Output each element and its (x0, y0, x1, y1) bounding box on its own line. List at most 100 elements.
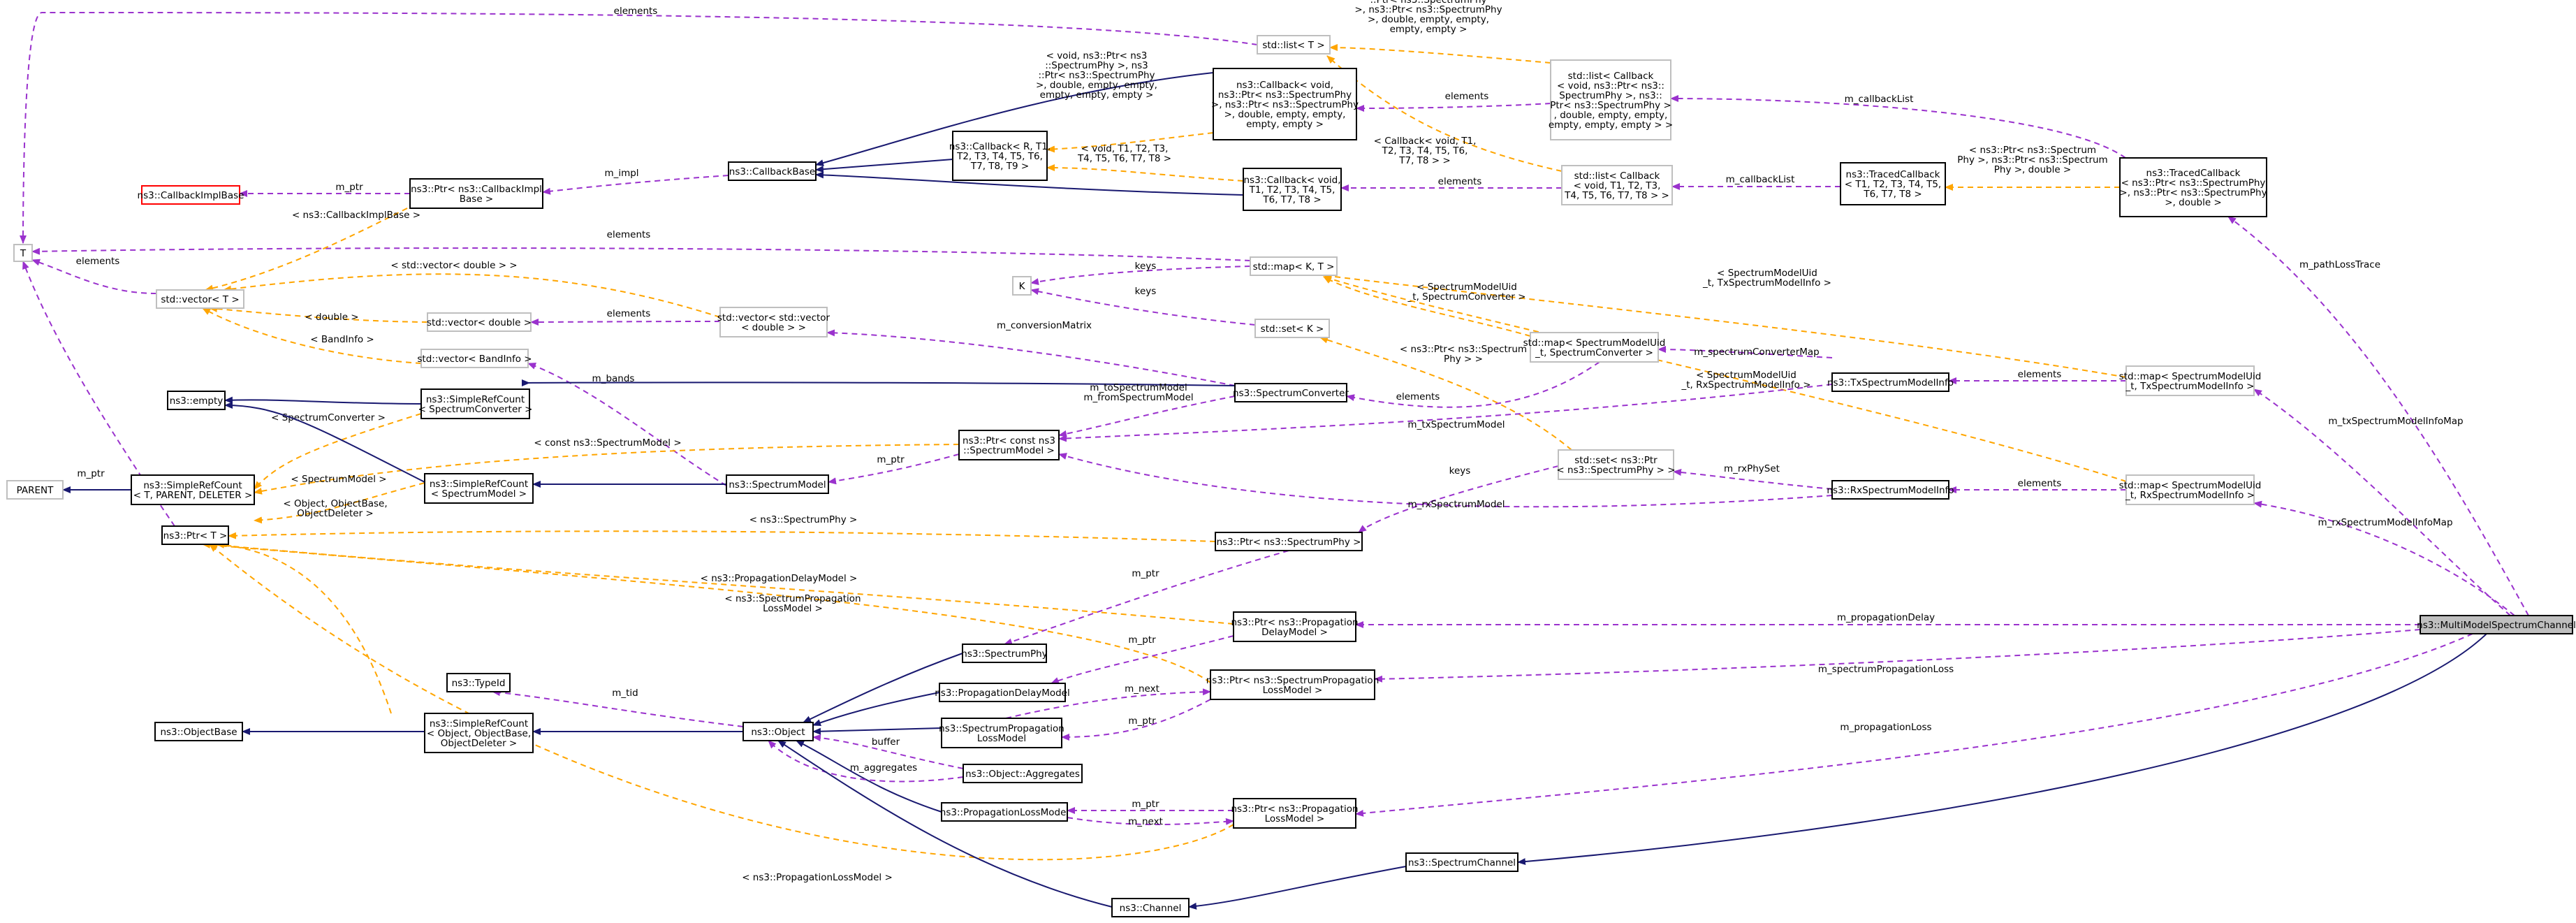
edge-label: _t, SpectrumConverter > (1407, 291, 1526, 303)
node-propagation-delay-model[interactable]: ns3::PropagationDelayModel (935, 683, 1070, 702)
node-callback-void-t[interactable]: ns3::Callback< void,T1, T2, T3, T4, T5,T… (1243, 168, 1342, 211)
edge-label: ::SpectrumPhy >, ns3 (1045, 60, 1148, 71)
node-label: ns3::SimpleRefCount (430, 718, 528, 729)
edge-vector-double-tmpl: < std::vector< double > > (223, 260, 721, 318)
edge-inherit-4 (815, 72, 1214, 166)
node-tx-spectrum-model-info[interactable]: ns3::TxSpectrumModelInfo (1827, 372, 1954, 392)
node-t[interactable]: T (13, 244, 33, 262)
node-label: ns3::CallbackImplBase (138, 190, 244, 201)
edge-keys-map-k: keys (1030, 261, 1251, 286)
node-std-vector-t[interactable]: std::vector< T > (156, 289, 244, 309)
node-traced-callback-t[interactable]: ns3::TracedCallback< T1, T2, T3, T4, T5,… (1840, 162, 1946, 205)
node-box (1840, 162, 1946, 205)
node-std-map-uid-converter[interactable]: std::map< SpectrumModelUid_t, SpectrumCo… (1523, 332, 1666, 363)
edge-double-tmpl: < double > (209, 305, 428, 323)
edge-label: m_impl (604, 168, 638, 179)
edge-label: < SpectrumConverter > (271, 412, 386, 423)
node-std-vector-vector[interactable]: std::vector< std::vector< double > > (717, 307, 830, 337)
usage-arrow (1058, 453, 1833, 508)
node-channel[interactable]: ns3::Channel (1111, 898, 1190, 917)
usage-arrow (1374, 629, 2421, 683)
node-ptr-const-spectrum-model[interactable]: ns3::Ptr< const ns3::SpectrumModel > (958, 430, 1060, 460)
node-ptr-t[interactable]: ns3::Ptr< T > (161, 525, 229, 545)
node-label: ns3::Object::Aggregates (965, 769, 1080, 780)
node-std-list-callback-spectrum[interactable]: std::list< Callback< void, ns3::Ptr< ns3… (1549, 59, 1673, 140)
node-callback-impl-base[interactable]: ns3::CallbackImplBase (138, 185, 244, 205)
node-std-vector-band-info[interactable]: std::vector< BandInfo > (417, 349, 532, 368)
node-label: < ns3::Ptr< ns3::SpectrumPhy (2121, 177, 2266, 189)
node-box (962, 644, 1047, 663)
node-box (154, 722, 243, 741)
node-std-list-t[interactable]: std::list< T > (1257, 35, 1331, 54)
node-traced-callback-spectrum[interactable]: ns3::TracedCallback< ns3::Ptr< ns3::Spec… (2119, 157, 2267, 217)
node-ptr-propagation-loss[interactable]: ns3::Ptr< ns3::PropagationLossModel > (1231, 798, 1359, 829)
edge-inherit-62 (803, 653, 963, 723)
node-rx-spectrum-model-info[interactable]: ns3::RxSpectrumModelInfo (1827, 480, 1954, 500)
node-spectrum-channel[interactable]: ns3::SpectrumChannel (1405, 852, 1518, 872)
edge-label: m_ptr (1128, 634, 1156, 646)
node-object-base[interactable]: ns3::ObjectBase (154, 722, 243, 741)
node-box (1254, 319, 1330, 338)
node-std-vector-double[interactable]: std::vector< double > (427, 312, 532, 332)
node-label: std::map< SpectrumModelUid (2119, 480, 2262, 491)
node-object-aggregates[interactable]: ns3::Object::Aggregates (963, 764, 1083, 783)
node-callback-base[interactable]: ns3::CallbackBase (728, 161, 817, 181)
edge-label: m_next (1128, 816, 1163, 827)
node-parent[interactable]: PARENT (6, 480, 64, 500)
edge-m-next-spec: m_next (1005, 683, 1211, 719)
node-spectrum-model[interactable]: ns3::SpectrumModel (726, 474, 829, 494)
node-box (1561, 165, 1673, 205)
node-box (420, 388, 530, 419)
node-std-set-k[interactable]: std::set< K > (1254, 319, 1330, 338)
node-spectrum-converter[interactable]: ns3::SpectrumConverter (1233, 383, 1349, 402)
node-multi-model-spectrum-channel[interactable]: ns3::MultiModelSpectrumChannel (2417, 615, 2576, 634)
usage-arrow (20, 11, 1258, 244)
node-std-list-callback-t[interactable]: std::list< Callback< void, T1, T2, T3,T4… (1561, 165, 1673, 205)
node-label: ns3::Ptr< ns3::SpectrumPhy > (1217, 537, 1361, 548)
node-ptr-spectrum-phy[interactable]: ns3::Ptr< ns3::SpectrumPhy > (1215, 532, 1363, 551)
edge-label: elements (607, 229, 651, 240)
edge-m-ptr-model: m_ptr (828, 453, 960, 485)
edge-label: < const ns3::SpectrumModel > (534, 437, 681, 449)
node-box (1213, 68, 1357, 140)
template-arrow (216, 541, 392, 714)
node-std-set-ptr-spectrum-phy[interactable]: std::set< ns3::Ptr< ns3::SpectrumPhy > > (1556, 449, 1676, 480)
node-simple-ref-count-tparent[interactable]: ns3::SimpleRefCount< T, PARENT, DELETER … (131, 474, 255, 505)
edge-label: < SpectrumModelUid (1717, 268, 1817, 279)
node-ns-empty[interactable]: ns3::empty (167, 391, 226, 410)
node-label: LossModel > (1265, 813, 1325, 824)
node-label: ns3::TxSpectrumModelInfo (1827, 377, 1954, 388)
node-label: < SpectrumModel > (431, 488, 527, 500)
node-simple-ref-count-converter[interactable]: ns3::SimpleRefCount< SpectrumConverter > (418, 388, 533, 419)
node-callback-void-spectrum[interactable]: ns3::Callback< void,ns3::Ptr< ns3::Spect… (1211, 68, 1359, 140)
node-ptr-propagation-delay[interactable]: ns3::Ptr< ns3::PropagationDelayModel > (1231, 611, 1359, 642)
node-propagation-loss-model[interactable]: ns3::PropagationLossModel (940, 802, 1069, 822)
edge-label: m_ptr (77, 468, 105, 479)
node-type-id[interactable]: ns3::TypeId (446, 673, 511, 692)
edge-label: _t, RxSpectrumModelInfo > (1681, 379, 1810, 391)
node-simple-ref-count-object[interactable]: ns3::SimpleRefCount< Object, ObjectBase,… (424, 713, 534, 753)
node-std-map-kt[interactable]: std::map< K, T > (1250, 256, 1338, 276)
edge-inherit-76 (1188, 866, 1407, 910)
node-std-map-uid-tx[interactable]: std::map< SpectrumModelUid_t, TxSpectrum… (2119, 365, 2262, 396)
node-k[interactable]: K (1012, 276, 1032, 296)
edge-label: < ns3::PropagationLossModel > (742, 872, 893, 883)
node-callback-rt[interactable]: ns3::Callback< R, T1,T2, T3, T4, T5, T6,… (949, 131, 1051, 181)
node-ptr-callback-impl-base[interactable]: ns3::Ptr< ns3::CallbackImplBase > (409, 178, 543, 209)
node-label: ns3::SpectrumPropagation (939, 723, 1064, 734)
node-simple-ref-count-model[interactable]: ns3::SimpleRefCount< SpectrumModel > (424, 473, 534, 504)
node-box (1530, 332, 1659, 363)
node-std-map-uid-rx[interactable]: std::map< SpectrumModelUid_t, RxSpectrum… (2119, 474, 2262, 505)
edge-m-ptr-spec: m_ptr (1061, 699, 1211, 741)
node-spectrum-phy[interactable]: ns3::SpectrumPhy (961, 644, 1048, 663)
edge-spectrum-model-tmpl: < SpectrumModel > (254, 474, 425, 524)
node-object[interactable]: ns3::Object (742, 722, 814, 741)
node-box (1111, 898, 1190, 917)
edge-m-bands: m_bands (527, 363, 727, 486)
node-ptr-spectrum-propagation[interactable]: ns3::Ptr< ns3::SpectrumPropagationLossMo… (1206, 669, 1380, 700)
